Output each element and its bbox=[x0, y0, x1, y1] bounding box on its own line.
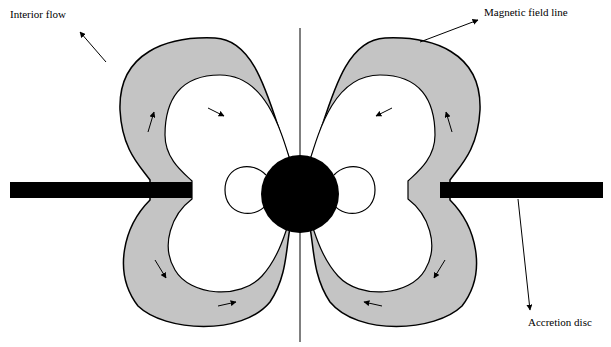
annotation-label: Magnetic field line bbox=[484, 6, 568, 18]
annotation-label: Interior flow bbox=[10, 8, 66, 20]
central-star bbox=[261, 155, 339, 233]
leader-arrows bbox=[80, 20, 530, 310]
flow-arrows bbox=[148, 108, 452, 306]
annotation-label: Accretion disc bbox=[528, 316, 592, 328]
accretion-disc-bar bbox=[440, 182, 603, 198]
accretion-disc-bar bbox=[10, 182, 192, 198]
